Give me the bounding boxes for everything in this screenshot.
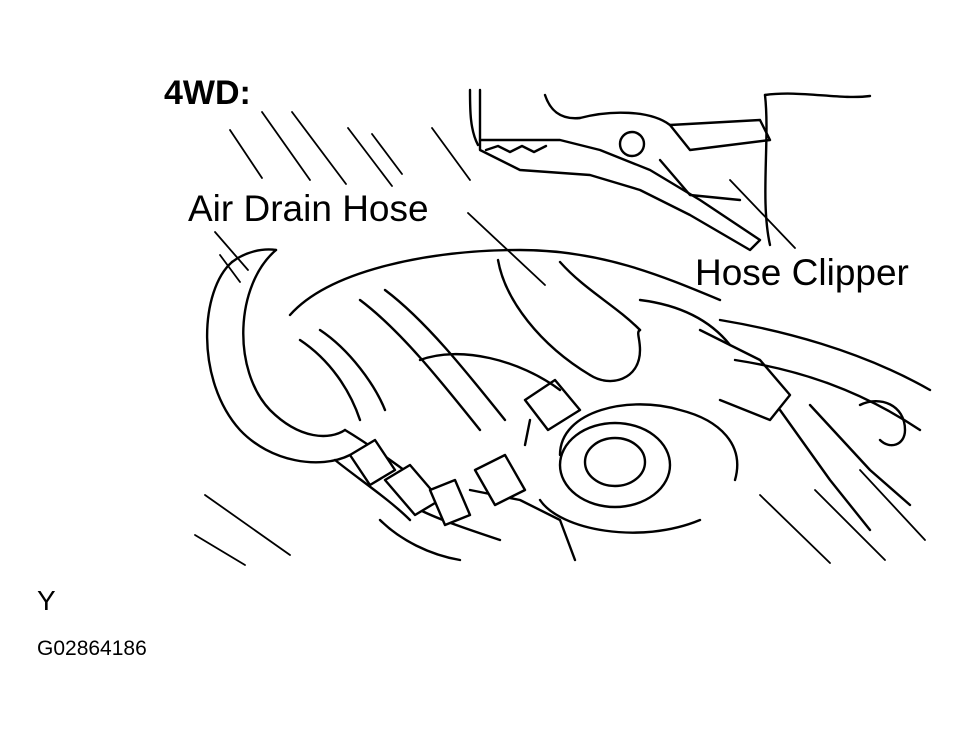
component-housing bbox=[288, 248, 792, 562]
figure-id: G02864186 bbox=[37, 637, 147, 660]
air-drain-hose bbox=[496, 258, 642, 447]
hose-clipper-tool bbox=[468, 88, 872, 252]
view-letter: Y bbox=[37, 585, 56, 616]
surface-hatching bbox=[194, 111, 926, 566]
hose-clipper-label: Hose Clipper bbox=[695, 252, 909, 293]
figure-title: 4WD: bbox=[164, 74, 251, 112]
right-hose bbox=[718, 318, 932, 532]
callout-leaders bbox=[467, 179, 796, 286]
air-drain-hose-label: Air Drain Hose bbox=[188, 188, 429, 229]
curved-hose bbox=[205, 248, 352, 464]
lower-hoses bbox=[298, 288, 527, 562]
